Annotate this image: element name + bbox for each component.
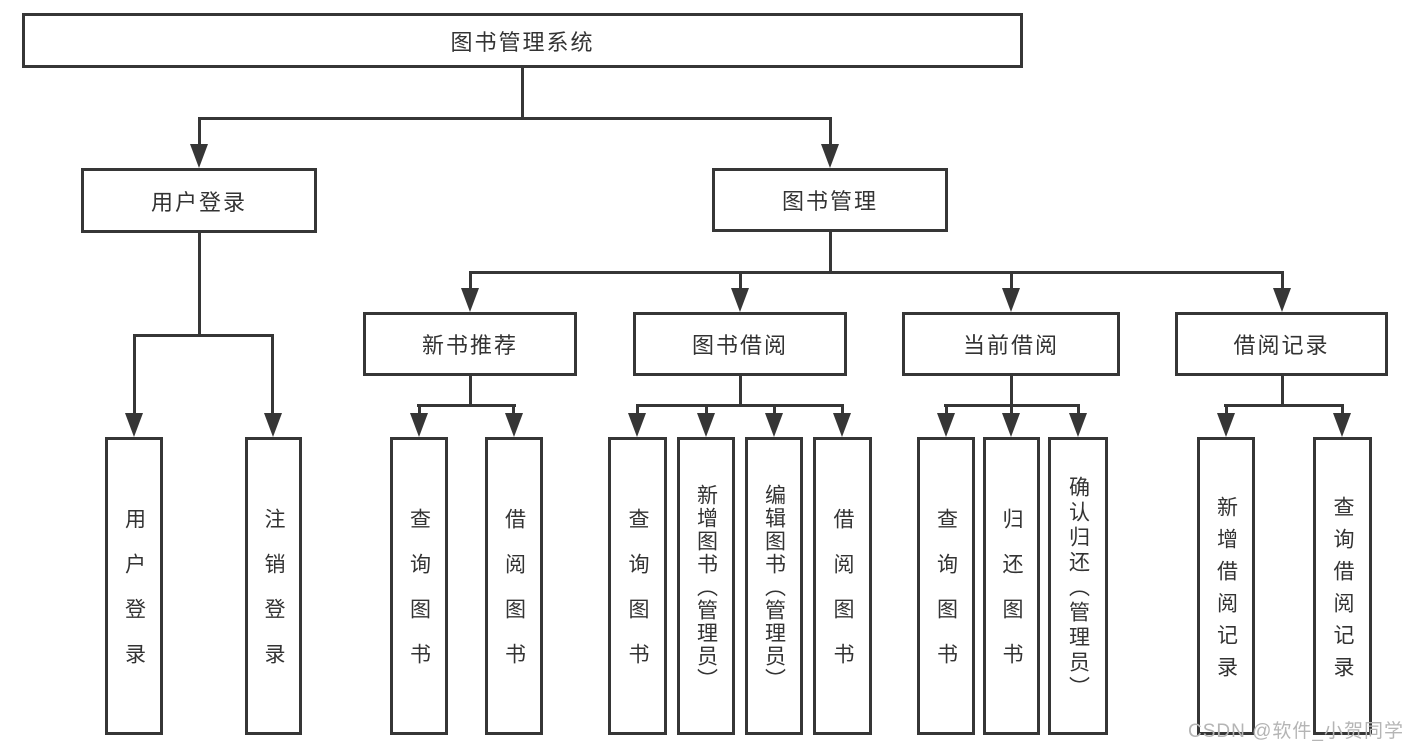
arrow-down-icon (1002, 288, 1020, 312)
connector-line (1224, 404, 1344, 407)
connector-line (1281, 271, 1284, 292)
leaf-borrow-book-2-label: 借阅图书 (831, 508, 854, 688)
leaf-query-book-3-label: 查询图书 (934, 508, 958, 688)
node-user-login: 用户登录 (81, 168, 317, 233)
connector-line (1341, 404, 1344, 417)
connector-line (636, 404, 639, 417)
connector-line (198, 233, 201, 335)
node-book-borrow-label: 图书借阅 (691, 333, 788, 358)
leaf-confirm-return-admin: 确认归还（管理员） (1048, 437, 1108, 735)
leaf-add-borrow-record-label: 新增借阅记录 (1214, 495, 1238, 688)
node-book-management-label: 图书管理 (781, 189, 878, 214)
node-new-book-recommend: 新书推荐 (363, 312, 577, 376)
leaf-confirm-return-admin-label: 确认归还（管理员） (1066, 475, 1090, 701)
connector-line (512, 404, 515, 417)
connector-line (271, 334, 274, 414)
connector-line (1010, 376, 1013, 407)
connector-line (945, 404, 948, 417)
csdn-watermark: CSDN @软件_小贺同学 (1188, 721, 1404, 742)
connector-line (469, 271, 472, 292)
leaf-query-borrow-record-label: 查询借阅记录 (1331, 495, 1354, 688)
leaf-edit-book-admin-label: 编辑图书（管理员） (762, 483, 786, 691)
arrow-down-icon (833, 413, 851, 437)
node-library-management-system: 图书管理系统 (22, 13, 1023, 68)
connector-line (521, 68, 524, 118)
connector-line (829, 232, 832, 274)
connector-line (198, 117, 201, 148)
node-new-book-recommend-label: 新书推荐 (421, 333, 518, 358)
arrow-down-icon (731, 288, 749, 312)
connector-line (829, 117, 832, 148)
connector-line (418, 404, 421, 417)
arrow-down-icon (1273, 288, 1291, 312)
node-current-borrow: 当前借阅 (902, 312, 1120, 376)
leaf-return-book: 归还图书 (983, 437, 1040, 735)
node-borrow-record-label: 借阅记录 (1233, 333, 1330, 358)
arrow-down-icon (1217, 413, 1235, 437)
node-borrow-record: 借阅记录 (1175, 312, 1388, 376)
node-current-borrow-label: 当前借阅 (962, 333, 1059, 358)
leaf-logout: 注销登录 (245, 437, 302, 735)
connector-line (133, 334, 274, 337)
connector-line (841, 404, 844, 417)
node-user-login-label: 用户登录 (150, 189, 247, 215)
connector-line (1010, 271, 1013, 292)
arrow-down-icon (1333, 413, 1351, 437)
connector-line (1225, 404, 1228, 417)
leaf-query-book-3: 查询图书 (917, 437, 975, 735)
arrow-down-icon (190, 144, 208, 168)
arrow-down-icon (628, 413, 646, 437)
leaf-borrow-book-1-label: 借阅图书 (502, 508, 526, 688)
arrow-down-icon (821, 144, 839, 168)
node-book-borrow: 图书借阅 (633, 312, 847, 376)
arrow-down-icon (765, 413, 783, 437)
connector-line (1010, 404, 1013, 417)
connector-line (636, 404, 844, 407)
leaf-logout-label: 注销登录 (262, 508, 285, 688)
leaf-edit-book-admin: 编辑图书（管理员） (745, 437, 803, 735)
node-library-management-system-label: 图书管理系统 (450, 29, 595, 55)
leaf-query-book-2-label: 查询图书 (626, 508, 649, 688)
leaf-borrow-book-2: 借阅图书 (813, 437, 872, 735)
leaf-return-book-label: 归还图书 (1000, 508, 1023, 688)
leaf-add-borrow-record: 新增借阅记录 (1197, 437, 1255, 735)
connector-line (469, 376, 472, 407)
connector-line (133, 334, 136, 414)
leaf-query-book-1-label: 查询图书 (407, 508, 431, 688)
arrow-down-icon (125, 413, 143, 437)
leaf-query-book-2: 查询图书 (608, 437, 667, 735)
arrow-down-icon (697, 413, 715, 437)
connector-line (1281, 376, 1284, 407)
arrow-down-icon (410, 413, 428, 437)
leaf-query-book-1: 查询图书 (390, 437, 448, 735)
connector-line (417, 404, 516, 407)
arrow-down-icon (1069, 413, 1087, 437)
connector-line (773, 404, 776, 417)
node-book-management: 图书管理 (712, 168, 948, 232)
connector-line (739, 376, 742, 407)
leaf-user-login-label: 用户登录 (122, 508, 146, 688)
leaf-borrow-book-1: 借阅图书 (485, 437, 543, 735)
leaf-query-borrow-record: 查询借阅记录 (1313, 437, 1372, 735)
leaf-add-book-admin: 新增图书（管理员） (677, 437, 735, 735)
connector-line (739, 271, 742, 292)
connector-line (469, 271, 1283, 274)
arrow-down-icon (505, 413, 523, 437)
arrow-down-icon (264, 413, 282, 437)
leaf-user-login: 用户登录 (105, 437, 163, 735)
leaf-add-book-admin-label: 新增图书（管理员） (694, 483, 718, 691)
connector-line (705, 404, 708, 417)
connector-line (198, 117, 832, 120)
arrow-down-icon (937, 413, 955, 437)
arrow-down-icon (461, 288, 479, 312)
connector-line (1077, 404, 1080, 417)
arrow-down-icon (1002, 413, 1020, 437)
